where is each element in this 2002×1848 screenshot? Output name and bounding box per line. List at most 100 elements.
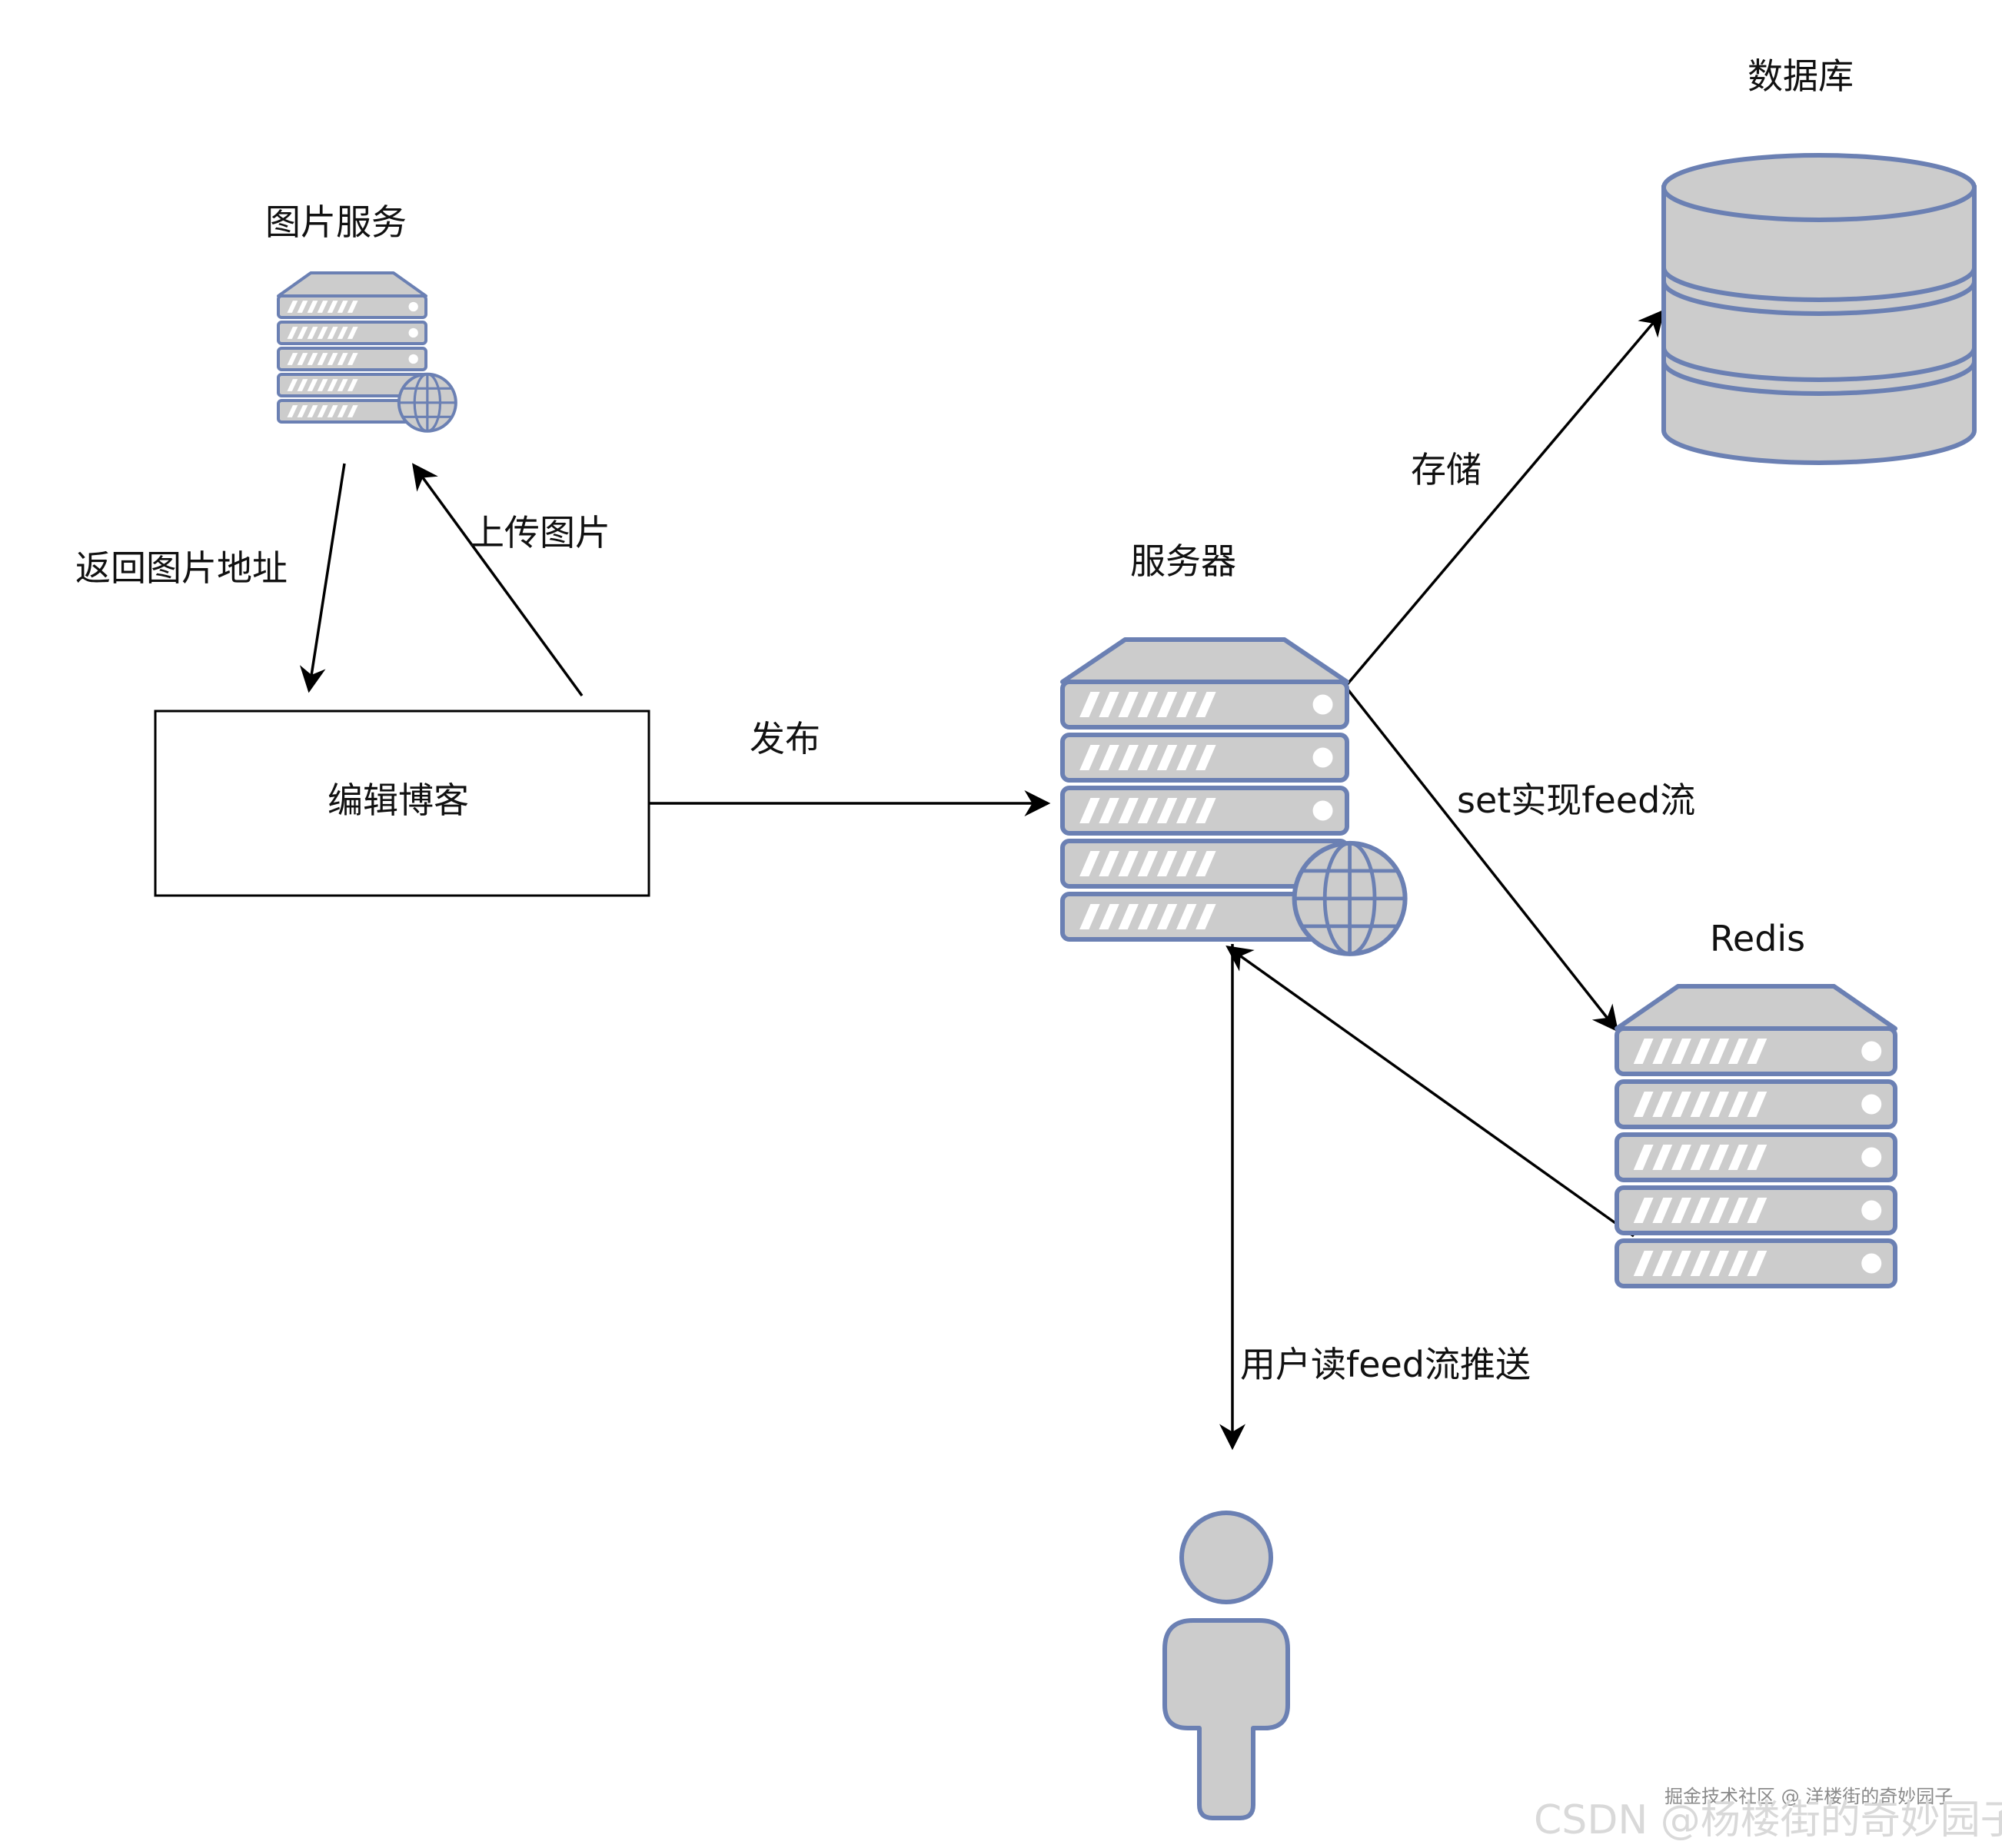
server-stripe [317, 301, 328, 313]
editor-label: 编辑博客 [328, 779, 469, 821]
server-stripe [1633, 1038, 1654, 1065]
server-stripe [1176, 850, 1197, 877]
server-stripe [1099, 744, 1119, 771]
server-stripe [1079, 744, 1100, 771]
server-stripe [1709, 1144, 1730, 1171]
server-led [1312, 747, 1333, 768]
server-stripe [347, 405, 358, 417]
server-stripe [1728, 1038, 1748, 1065]
server-stripe [297, 301, 308, 313]
server-stripe [327, 379, 338, 391]
feed-arrow [1344, 685, 1619, 1032]
server-stripe [1709, 1091, 1730, 1118]
server-stripe [1709, 1038, 1730, 1065]
server-led [1312, 694, 1333, 715]
database-label: 数据库 [1748, 55, 1854, 97]
server-stripe [1633, 1250, 1654, 1277]
server-stripe [1690, 1250, 1711, 1277]
server-stripe [1671, 1144, 1691, 1171]
server-stripe [317, 405, 328, 417]
server-stripe [1196, 797, 1216, 824]
server-stripe [1079, 797, 1100, 824]
server-stripe [307, 379, 318, 391]
server-stripe [1728, 1144, 1748, 1171]
server-stripe [1099, 691, 1119, 718]
server-stripe [1709, 1197, 1730, 1224]
server-led [1312, 800, 1333, 821]
image-service-label: 图片服务 [265, 201, 407, 243]
server-stripe [1747, 1197, 1768, 1224]
server-stripe [1652, 1250, 1673, 1277]
database-icon [1661, 153, 1977, 465]
server-stripe [347, 353, 358, 365]
server-stripe [1099, 850, 1119, 877]
server-stripe [1196, 744, 1216, 771]
server-stripe [1728, 1250, 1748, 1277]
store-label: 存储 [1411, 449, 1482, 490]
server-stripe [1137, 903, 1159, 930]
server-stripe [327, 301, 338, 313]
server-stripe [1137, 691, 1159, 718]
server-stripe [1633, 1144, 1654, 1171]
server-stripe [1176, 691, 1197, 718]
server-stripe [1176, 797, 1197, 824]
server-stripe [1690, 1144, 1711, 1171]
server-stripe [1671, 1250, 1691, 1277]
server-stripe [287, 353, 298, 365]
server-stripe [1118, 903, 1139, 930]
server-stripe [317, 327, 328, 339]
server-stripe [287, 301, 298, 313]
redis-label: Redis [1710, 918, 1806, 959]
server-stripe [1118, 850, 1139, 877]
server-stripe [1633, 1091, 1654, 1118]
server-stripe [1747, 1250, 1768, 1277]
database-body [1661, 185, 1977, 465]
server-top-cap [1615, 984, 1897, 1031]
server-stripe [1652, 1038, 1673, 1065]
server-stripe [1118, 744, 1139, 771]
user-head [1179, 1511, 1273, 1604]
server-stripe [1747, 1091, 1768, 1118]
server-stripe [1156, 850, 1178, 877]
server-led [1861, 1094, 1882, 1115]
watermark-bottom: CSDN @杨楼街的奇妙园子 [1534, 1797, 2002, 1843]
server-stripe [287, 405, 298, 417]
server-stripe [1079, 850, 1100, 877]
server-stripe [1747, 1038, 1768, 1065]
server-stripe [1652, 1144, 1673, 1171]
feed-label: set实现feed流 [1457, 779, 1696, 821]
server-stripe [1156, 691, 1178, 718]
database-band [1661, 281, 1977, 316]
server-stripe [1156, 797, 1178, 824]
server-top-cap [1060, 637, 1349, 684]
user-icon [1162, 1511, 1290, 1820]
server-stripe [1747, 1144, 1768, 1171]
server-stripe [1099, 903, 1119, 930]
server-stripe [337, 405, 348, 417]
server-stripe [317, 379, 328, 391]
publish-label: 发布 [750, 718, 820, 759]
return-url-label: 返回图片地址 [75, 547, 288, 589]
server-stripe [307, 327, 318, 339]
server-led [1861, 1253, 1882, 1274]
server-stripe [1671, 1197, 1691, 1224]
connectors [299, 309, 1665, 1451]
server-stripe [1137, 797, 1159, 824]
server-led [408, 327, 418, 338]
server-stripe [337, 301, 348, 313]
server-led [408, 301, 418, 312]
server-stripe [1728, 1091, 1748, 1118]
return-url-arrow [299, 463, 346, 693]
server-stripe [287, 379, 298, 391]
server-stripe [1671, 1091, 1691, 1118]
server-stripe [1196, 903, 1216, 930]
server-stripe [1156, 744, 1178, 771]
server-stripe [1196, 850, 1216, 877]
server-stripe [1690, 1038, 1711, 1065]
server-stripe [1709, 1250, 1730, 1277]
server-stripe [297, 353, 308, 365]
server-stripe [1633, 1197, 1654, 1224]
editor-box [154, 710, 650, 897]
server-stripe [1690, 1197, 1711, 1224]
